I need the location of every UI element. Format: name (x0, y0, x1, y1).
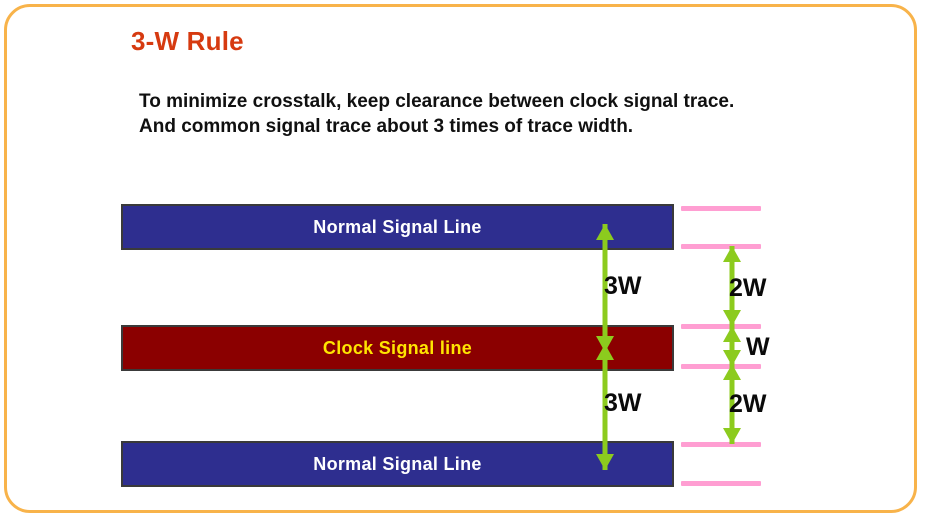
signal-bar-label: Clock Signal line (322, 337, 473, 358)
signal-bar-top-normal-signal: Normal Signal Line (121, 204, 674, 250)
dimension-label-width-upper-2w: 2W (729, 274, 767, 302)
dimension-arrow-spacing-lower-3w (596, 344, 614, 470)
description-text: To minimize crosstalk, keep clearance be… (139, 89, 734, 139)
dimension-label-spacing-upper-3w: 3W (604, 272, 642, 300)
slide-border-frame (4, 4, 917, 513)
dimension-label-spacing-lower-3w: 3W (604, 389, 642, 417)
signal-bar-bottom-normal-signal: Normal Signal Line (121, 441, 674, 487)
trace-line-5 (681, 442, 761, 447)
signal-bar-clock-signal: Clock Signal line (121, 325, 674, 371)
dimension-label-width-center-w: W (746, 333, 770, 361)
dimension-arrow-width-lower-2w (723, 364, 741, 444)
trace-line-3 (681, 324, 761, 329)
dimension-arrow-width-center-w (723, 326, 741, 366)
trace-line-2 (681, 244, 761, 249)
trace-line-4 (681, 364, 761, 369)
description-line-2: And common signal trace about 3 times of… (139, 116, 634, 137)
signal-bar-label: Normal Signal Line (313, 216, 482, 237)
signal-bar-label: Normal Signal Line (313, 453, 482, 474)
page-title: 3-W Rule (131, 26, 244, 56)
dimension-label-width-lower-2w: 2W (729, 390, 767, 418)
trace-line-6 (681, 481, 761, 486)
trace-line-1 (681, 206, 761, 211)
description-line-1: To minimize crosstalk, keep clearance be… (139, 91, 735, 112)
dimension-arrow-width-upper-2w (723, 246, 741, 326)
